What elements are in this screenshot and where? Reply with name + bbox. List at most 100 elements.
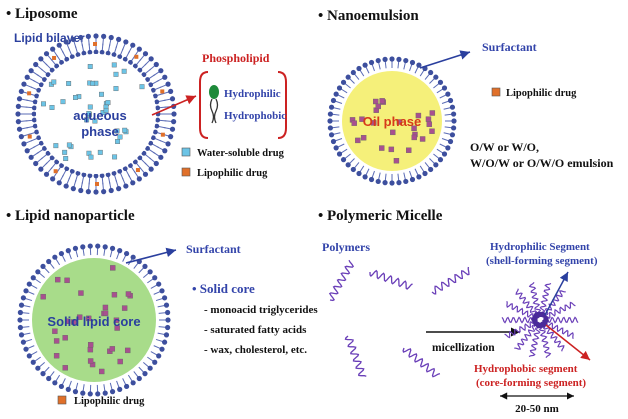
lipid-head [165, 81, 171, 87]
lipophilic-drug-molecule [27, 91, 32, 96]
lipid-head [162, 74, 168, 80]
lipid-head [63, 39, 69, 45]
drug-molecule [113, 71, 119, 77]
lipid-head [15, 119, 21, 125]
drug-molecule [426, 121, 433, 127]
emulsion-lipophilic-label: Lipophilic drug [506, 88, 577, 99]
drug-molecule [375, 103, 381, 110]
drug-molecule [359, 116, 365, 122]
lipid-head [336, 85, 343, 91]
drug-molecule [390, 129, 396, 136]
emulsion-types-2: W/O/W or O/W/O emulsion [470, 156, 614, 170]
lipid-head [163, 302, 170, 308]
lipid-head [64, 166, 70, 172]
shell-segment [543, 326, 565, 352]
drug-molecule [114, 325, 120, 331]
lipid-head [17, 317, 23, 323]
shell-segment [538, 327, 552, 359]
drug-molecule [113, 86, 119, 92]
lipid-head [165, 309, 171, 316]
drug-molecule [71, 319, 77, 325]
lipid-head [36, 135, 42, 141]
liposome-aqueous-core [36, 54, 156, 174]
lipid-head [148, 56, 154, 62]
lipid-head [152, 275, 158, 281]
lipid-head [46, 375, 52, 382]
surfactant-arrow-emulsion [419, 50, 471, 69]
lipid-head [56, 180, 62, 186]
lipid-head [356, 65, 362, 72]
shell-segment [546, 322, 574, 339]
shell-segment [501, 316, 533, 324]
polymer-chain [344, 335, 367, 377]
lipid-head [441, 85, 448, 91]
lipid-head [122, 56, 128, 62]
lipid-head [141, 72, 147, 78]
lipid-head [130, 42, 136, 48]
drug-molecule [40, 293, 46, 300]
lipid-head [445, 145, 451, 151]
lipid-head [123, 183, 129, 189]
drug-molecule [63, 156, 69, 162]
lipid-head [148, 82, 154, 88]
lipid-head [93, 173, 99, 179]
lipid-head [54, 63, 60, 69]
lipid-head [345, 162, 351, 168]
drug-molecule [99, 91, 104, 97]
drug-molecule [90, 80, 96, 86]
drug-molecule [117, 358, 123, 365]
lipid-head [31, 105, 37, 111]
lipid-head [99, 173, 105, 179]
hydrophobic-label: Hydrophobic [224, 110, 286, 122]
lipid-head [38, 140, 44, 146]
lipid-head [102, 390, 108, 396]
lipid-head [451, 118, 457, 124]
hydrophobic-segment-label: Hydrophobic segment [474, 363, 578, 375]
lipid-head [15, 111, 21, 117]
surfactant-arrow-lnp [125, 247, 177, 264]
lipid-head [137, 67, 143, 73]
drug-molecule [53, 352, 60, 359]
lipid-head [28, 68, 34, 74]
drug-molecule [49, 105, 55, 110]
lipid-head [18, 332, 25, 338]
lipid-head [141, 150, 147, 156]
lipid-head [95, 243, 101, 249]
surfactant-label-lnp: Surfactant [186, 242, 241, 256]
lipid-head [87, 243, 93, 249]
polymers-label: Polymers [322, 240, 370, 254]
lipid-head [350, 69, 356, 76]
drug-molecule [379, 98, 385, 104]
shell-segment [547, 316, 579, 324]
lipid-head [142, 171, 149, 177]
lipid-head [105, 50, 111, 56]
lipid-head [158, 68, 164, 74]
lipid-head [78, 187, 84, 194]
lipid-head [117, 54, 123, 60]
surfactant-label-emulsion: Surfactant [482, 40, 537, 54]
lipid-head [23, 346, 29, 352]
lipid-head [136, 176, 142, 182]
lipid-head [153, 61, 159, 68]
lipid-head [108, 187, 114, 194]
lipid-head [23, 288, 29, 294]
lipophilic-drug-molecule [160, 132, 165, 137]
emulsion-lipophilic-swatch [491, 87, 501, 97]
drug-molecule [425, 116, 432, 122]
lipid-head [16, 96, 23, 102]
drug-molecule [84, 117, 90, 123]
drug-molecule [99, 368, 105, 375]
lipid-head [93, 189, 99, 195]
drug-molecule [53, 338, 60, 344]
drug-molecule [111, 62, 117, 68]
lipid-head [63, 183, 69, 189]
drug-molecule [114, 128, 120, 134]
lipid-head [105, 172, 111, 178]
solid-core-title: • Solid core [192, 281, 255, 296]
shell-segment [539, 282, 552, 313]
lipid-head [80, 390, 86, 396]
lipid-head [136, 375, 142, 382]
lipid-head [142, 263, 148, 269]
lipid-head [26, 281, 32, 287]
lipid-head [142, 371, 148, 377]
